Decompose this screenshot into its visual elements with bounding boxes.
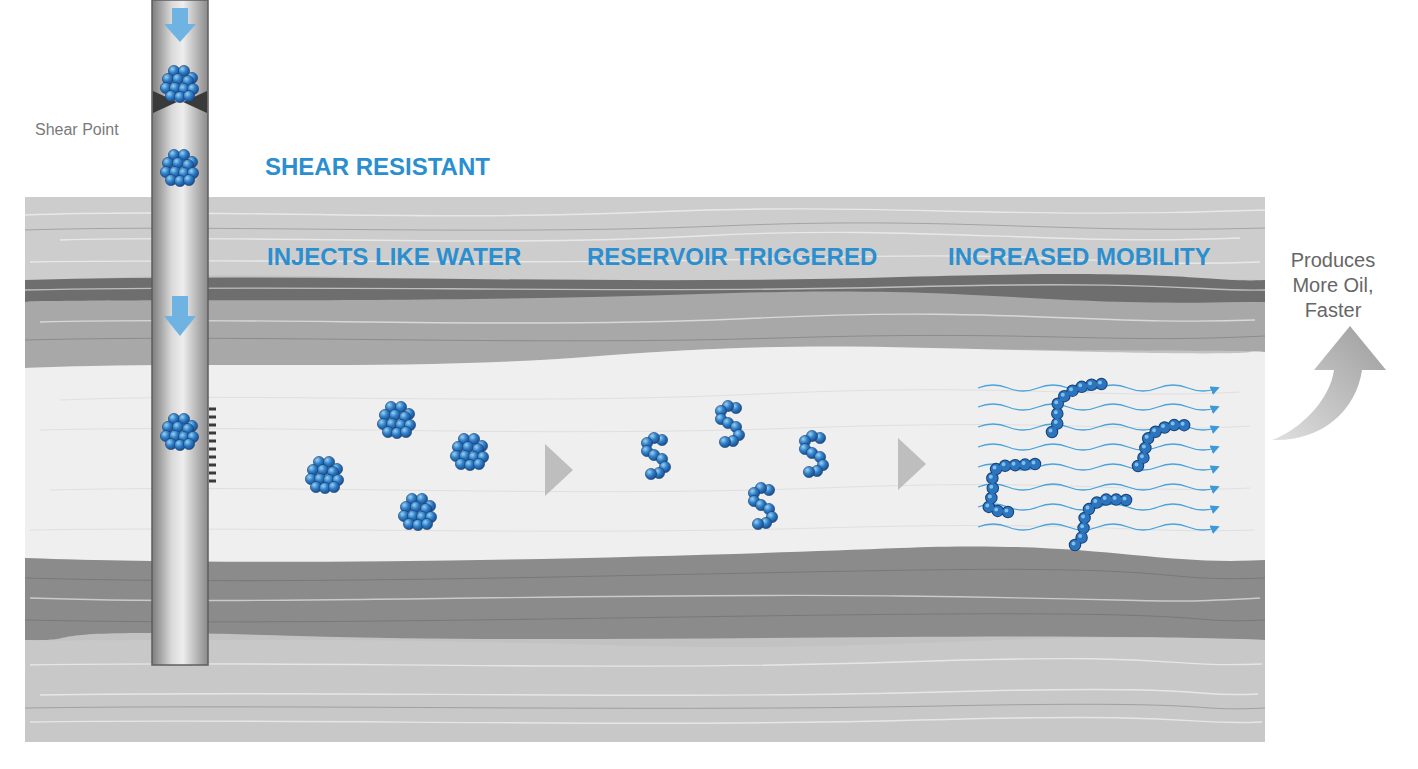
stage-label: RESERVOIR TRIGGERED [587,245,877,269]
label-holder: SHEAR RESISTANT [265,155,490,179]
wellbore [152,0,216,665]
outcome-label: Produces More Oil, Faster [1276,248,1390,323]
rock-strata [25,197,1265,742]
stage-chevron [545,438,926,496]
callout-label: Shear Point [35,122,119,138]
polymer-coil [641,400,828,529]
section-heading: SHEAR RESISTANT [265,155,490,179]
perforations [209,409,216,481]
label-holder: INJECTS LIKE WATER [267,245,521,269]
output-arrow [1272,326,1386,440]
stage-label: INJECTS LIKE WATER [267,245,521,269]
label-holder: RESERVOIR TRIGGERED [587,245,877,269]
label-holder: Produces More Oil, Faster [1276,248,1390,323]
polymer-cluster [160,65,488,530]
label-holder: INCREASED MOBILITY [948,245,1211,269]
polymer-chain [987,383,1192,546]
label-holder: Shear Point [35,122,119,138]
stage-label: INCREASED MOBILITY [948,245,1211,269]
